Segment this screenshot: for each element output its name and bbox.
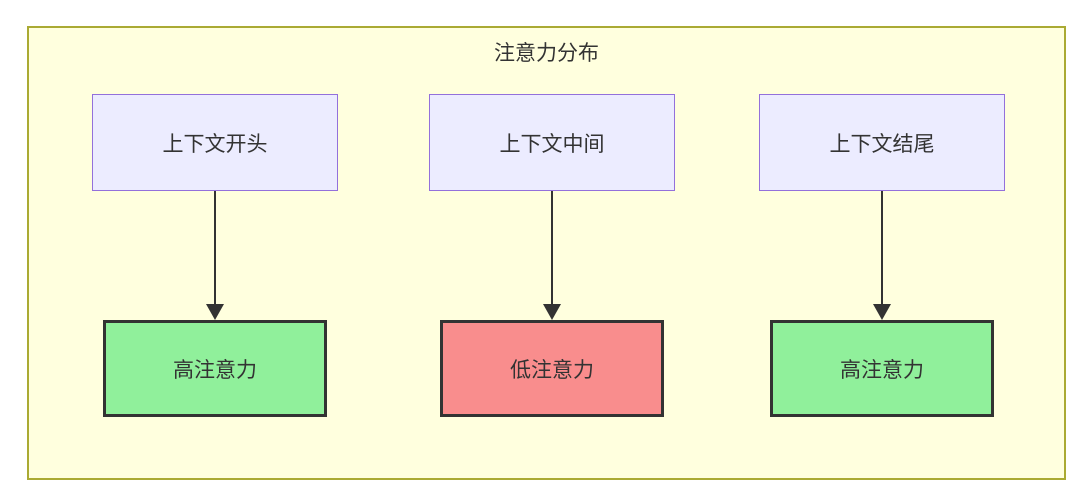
arrow bbox=[206, 191, 224, 320]
arrow-line bbox=[881, 191, 883, 305]
source-node-context-end: 上下文结尾 bbox=[759, 94, 1005, 191]
flow-column-end: 上下文结尾 高注意力 bbox=[752, 94, 1012, 417]
diagram-title: 注意力分布 bbox=[494, 42, 599, 65]
arrow-head-icon bbox=[873, 304, 891, 320]
arrow bbox=[543, 191, 561, 320]
source-node-context-middle: 上下文中间 bbox=[429, 94, 675, 191]
flow-column-middle: 上下文中间 低注意力 bbox=[422, 94, 682, 417]
arrow-line bbox=[551, 191, 553, 305]
arrow-head-icon bbox=[543, 304, 561, 320]
target-node-low-attention: 低注意力 bbox=[440, 320, 664, 417]
arrow-line bbox=[214, 191, 216, 305]
target-node-high-attention: 高注意力 bbox=[770, 320, 994, 417]
source-node-context-beginning: 上下文开头 bbox=[92, 94, 338, 191]
flow-column-beginning: 上下文开头 高注意力 bbox=[85, 94, 345, 417]
arrow-head-icon bbox=[206, 304, 224, 320]
diagram-container: 注意力分布 上下文开头 高注意力 上下文中间 低注意力 上下文结尾 高注意力 bbox=[27, 26, 1066, 480]
arrow bbox=[873, 191, 891, 320]
target-node-high-attention: 高注意力 bbox=[103, 320, 327, 417]
